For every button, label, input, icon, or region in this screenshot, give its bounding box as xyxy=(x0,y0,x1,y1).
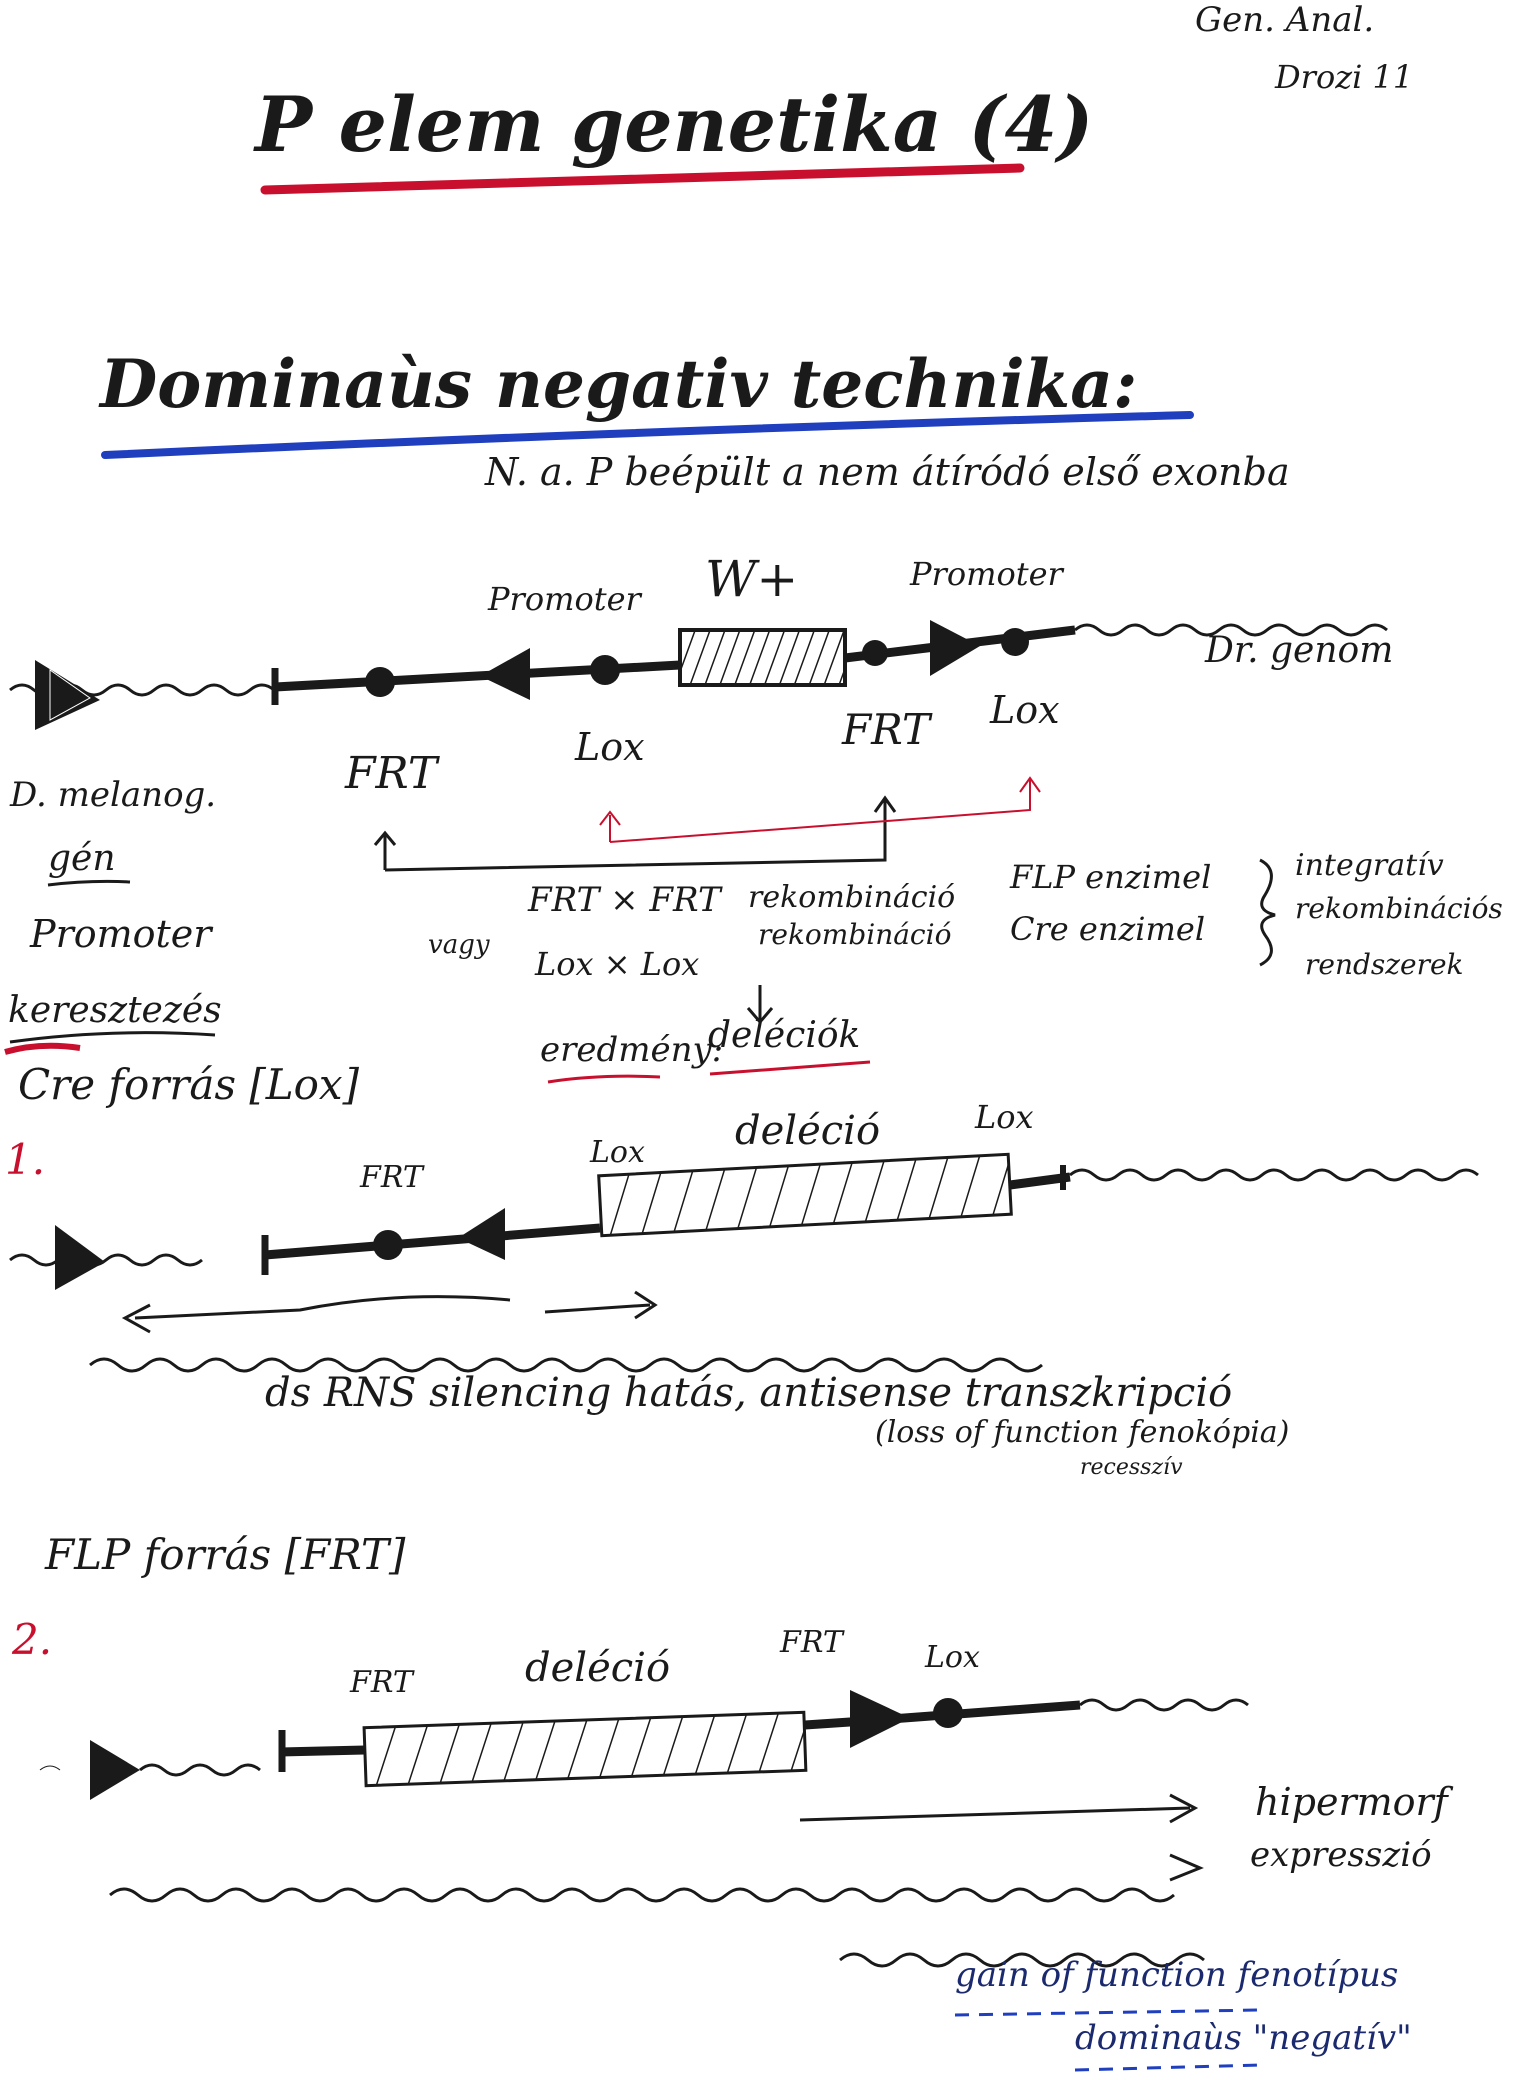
gen-underline xyxy=(47,879,131,887)
case1-number: 1. xyxy=(5,1135,46,1184)
note-keresztezes: keresztezés xyxy=(8,990,222,1031)
label-lox-x-lox: Lox × Lox xyxy=(535,945,700,983)
label-dr-genom: Dr. genom xyxy=(1205,630,1394,671)
case1-wavy-right xyxy=(1069,1168,1479,1182)
case1-effect: ds RNS silencing hatás, antisense transz… xyxy=(265,1370,1233,1416)
keresztezes-red-underline xyxy=(4,1042,81,1055)
note-gen: gén xyxy=(48,838,116,879)
title-underline xyxy=(260,163,1025,195)
case2-frt-left: FRT xyxy=(350,1665,413,1700)
label-vagy: vagy xyxy=(428,930,490,960)
main-construct xyxy=(9,620,1388,730)
case1-promoter-arrow xyxy=(458,1208,505,1260)
note-d-melanog: D. melanog. xyxy=(10,775,217,815)
heading-underline xyxy=(101,411,1194,459)
case2-lox-site xyxy=(933,1698,963,1728)
gain-underline xyxy=(954,2008,1261,2017)
label-frt-1: FRT xyxy=(345,748,438,799)
case2-wavy-right xyxy=(1079,1698,1249,1712)
case2-transcripts xyxy=(109,1793,1205,1968)
case2-deletion-box xyxy=(362,1710,808,1788)
case1-frt-site xyxy=(373,1230,403,1260)
case2-wavy-mid xyxy=(139,1763,261,1777)
section-subtitle: N. a. P beépült a nem átíródó első exonb… xyxy=(485,450,1290,494)
label-rekomb-2: rekombináció xyxy=(758,918,952,951)
promoter-left-arrow xyxy=(480,648,530,700)
label-cre-enzim: Cre enzimel xyxy=(1010,910,1206,948)
lox-site-1 xyxy=(590,655,620,685)
result-arrow xyxy=(746,985,774,1025)
result-underline xyxy=(547,1060,871,1084)
case1-delecio: deléció xyxy=(735,1108,881,1154)
integrativ-brace xyxy=(1259,858,1276,967)
label-flp-enzim: FLP enzimel xyxy=(1010,858,1212,896)
case2-promoter-arrow xyxy=(850,1690,910,1748)
case1-lox-right: Lox xyxy=(975,1098,1034,1136)
case2-wavy-left xyxy=(39,1765,61,1771)
case1-construct xyxy=(9,1152,1479,1290)
label-frt-x-frt: FRT × FRT xyxy=(528,880,721,920)
case2-end-arrowhead xyxy=(90,1740,140,1800)
lox-site-2 xyxy=(1001,628,1029,656)
corner-note-2: Drozi 11 xyxy=(1275,58,1414,96)
case2-construct xyxy=(39,1690,1249,1800)
label-frt-2: FRT xyxy=(842,705,931,754)
case2-hipermorf: hipermorf xyxy=(1255,1780,1448,1824)
label-lox-2: Lox xyxy=(990,688,1060,732)
promoter-right-arrow xyxy=(930,620,980,676)
page-title: P elem genetika (4) xyxy=(255,80,1094,169)
corner-note-1: Gen. Anal. xyxy=(1195,0,1375,40)
case2-dominans: dominaùs "negatív" xyxy=(1075,2018,1412,2058)
label-rekombinacios: rekombinációs xyxy=(1295,892,1503,925)
dominans-underline xyxy=(1074,2063,1261,2072)
case2-source: FLP forrás [FRT] xyxy=(45,1530,406,1579)
label-integrativ: integratív xyxy=(1295,848,1444,883)
case2-expresszio: expresszió xyxy=(1250,1835,1432,1875)
case1-deletion-box xyxy=(597,1152,1013,1238)
label-promoter-left: Promoter xyxy=(488,580,641,618)
frt-site-2 xyxy=(862,640,888,666)
label-rendszerek: rendszerek xyxy=(1305,948,1464,981)
label-eredmeny: eredmény: xyxy=(540,1030,724,1070)
genome-wavy-right xyxy=(1074,623,1388,637)
lox-bracket xyxy=(599,776,1041,843)
frt-site-1 xyxy=(365,667,395,697)
frt-bracket xyxy=(373,795,897,872)
case1-frt: FRT xyxy=(360,1160,423,1195)
label-rekomb-1: rekombináció xyxy=(748,880,956,915)
case1-note: (loss of function fenokópia) xyxy=(875,1415,1290,1450)
case1-transcripts xyxy=(89,1290,1043,1373)
note-promoter: Promoter xyxy=(30,912,212,956)
case2-number: 2. xyxy=(12,1615,53,1664)
case2-delecio: deléció xyxy=(525,1645,671,1691)
case2-frt-right: FRT xyxy=(780,1625,843,1660)
case2-gain: gain of function fenotípus xyxy=(955,1955,1399,1995)
case2-lox: Lox xyxy=(925,1640,980,1675)
wplus-box xyxy=(678,628,847,687)
label-wplus: W+ xyxy=(705,550,799,608)
case1-lox-left: Lox xyxy=(590,1135,645,1170)
label-promoter-right: Promoter xyxy=(910,555,1063,593)
label-deleciok: deléciók xyxy=(708,1015,861,1056)
case1-note-recessziv: recesszív xyxy=(1080,1455,1183,1480)
keresztezes-underline xyxy=(9,1031,216,1044)
case1-wavy-left xyxy=(9,1253,203,1267)
case1-source: Cre forrás [Lox] xyxy=(18,1060,359,1109)
case1-end-arrowhead xyxy=(55,1225,105,1290)
section-heading: Dominaùs negativ technika: xyxy=(100,345,1138,423)
label-lox-1: Lox xyxy=(575,725,645,769)
